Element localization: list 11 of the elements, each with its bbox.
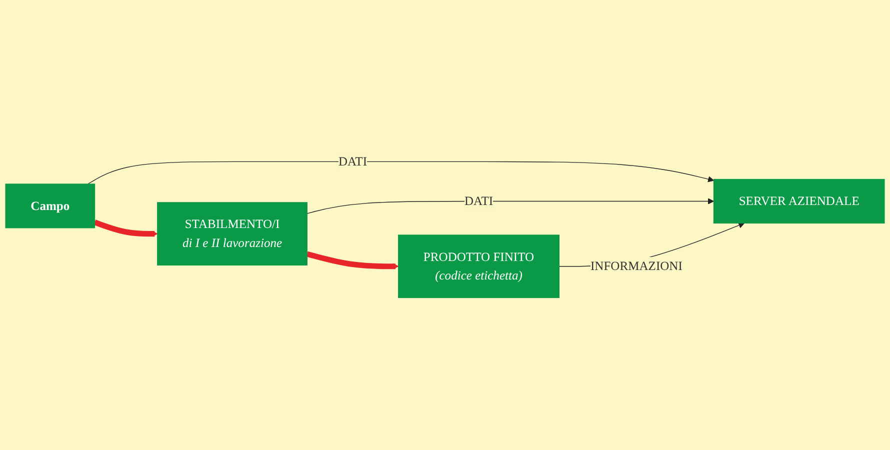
node-box: PRODOTTO FINITO (codice etichetta) — [398, 234, 560, 298]
edge-label: DATI — [464, 194, 494, 208]
node-box: Campo — [5, 184, 96, 228]
arrow — [87, 161, 714, 184]
edge-label: INFORMAZIONI — [590, 259, 682, 273]
node-box: STABILMENTO/I di I e II lavorazione — [157, 202, 308, 266]
arrow — [306, 251, 399, 270]
edge-label: DATI — [338, 154, 368, 168]
arrow — [94, 220, 158, 237]
arrow — [306, 198, 714, 214]
node-box: SERVER AZIENDALE — [713, 178, 885, 224]
